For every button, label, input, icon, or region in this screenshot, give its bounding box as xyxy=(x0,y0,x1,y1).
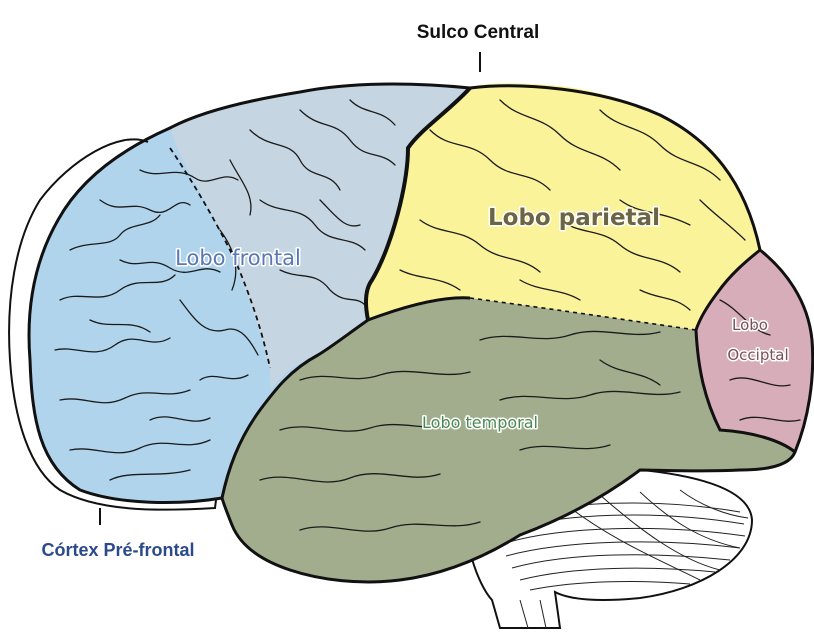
central-sulcus-label: Sulco Central xyxy=(417,22,539,43)
occipital-lobe-label-line2: Occiptal xyxy=(727,346,788,364)
frontal-lobe-label: Lobo frontal xyxy=(175,246,301,270)
occipital-lobe-label-line1: Lobo xyxy=(732,316,768,334)
temporal-lobe-label: Lobo temporal xyxy=(422,413,538,432)
prefrontal-cortex-label: Córtex Pré-frontal xyxy=(41,540,194,560)
parietal-lobe-label: Lobo parietal xyxy=(488,205,660,231)
